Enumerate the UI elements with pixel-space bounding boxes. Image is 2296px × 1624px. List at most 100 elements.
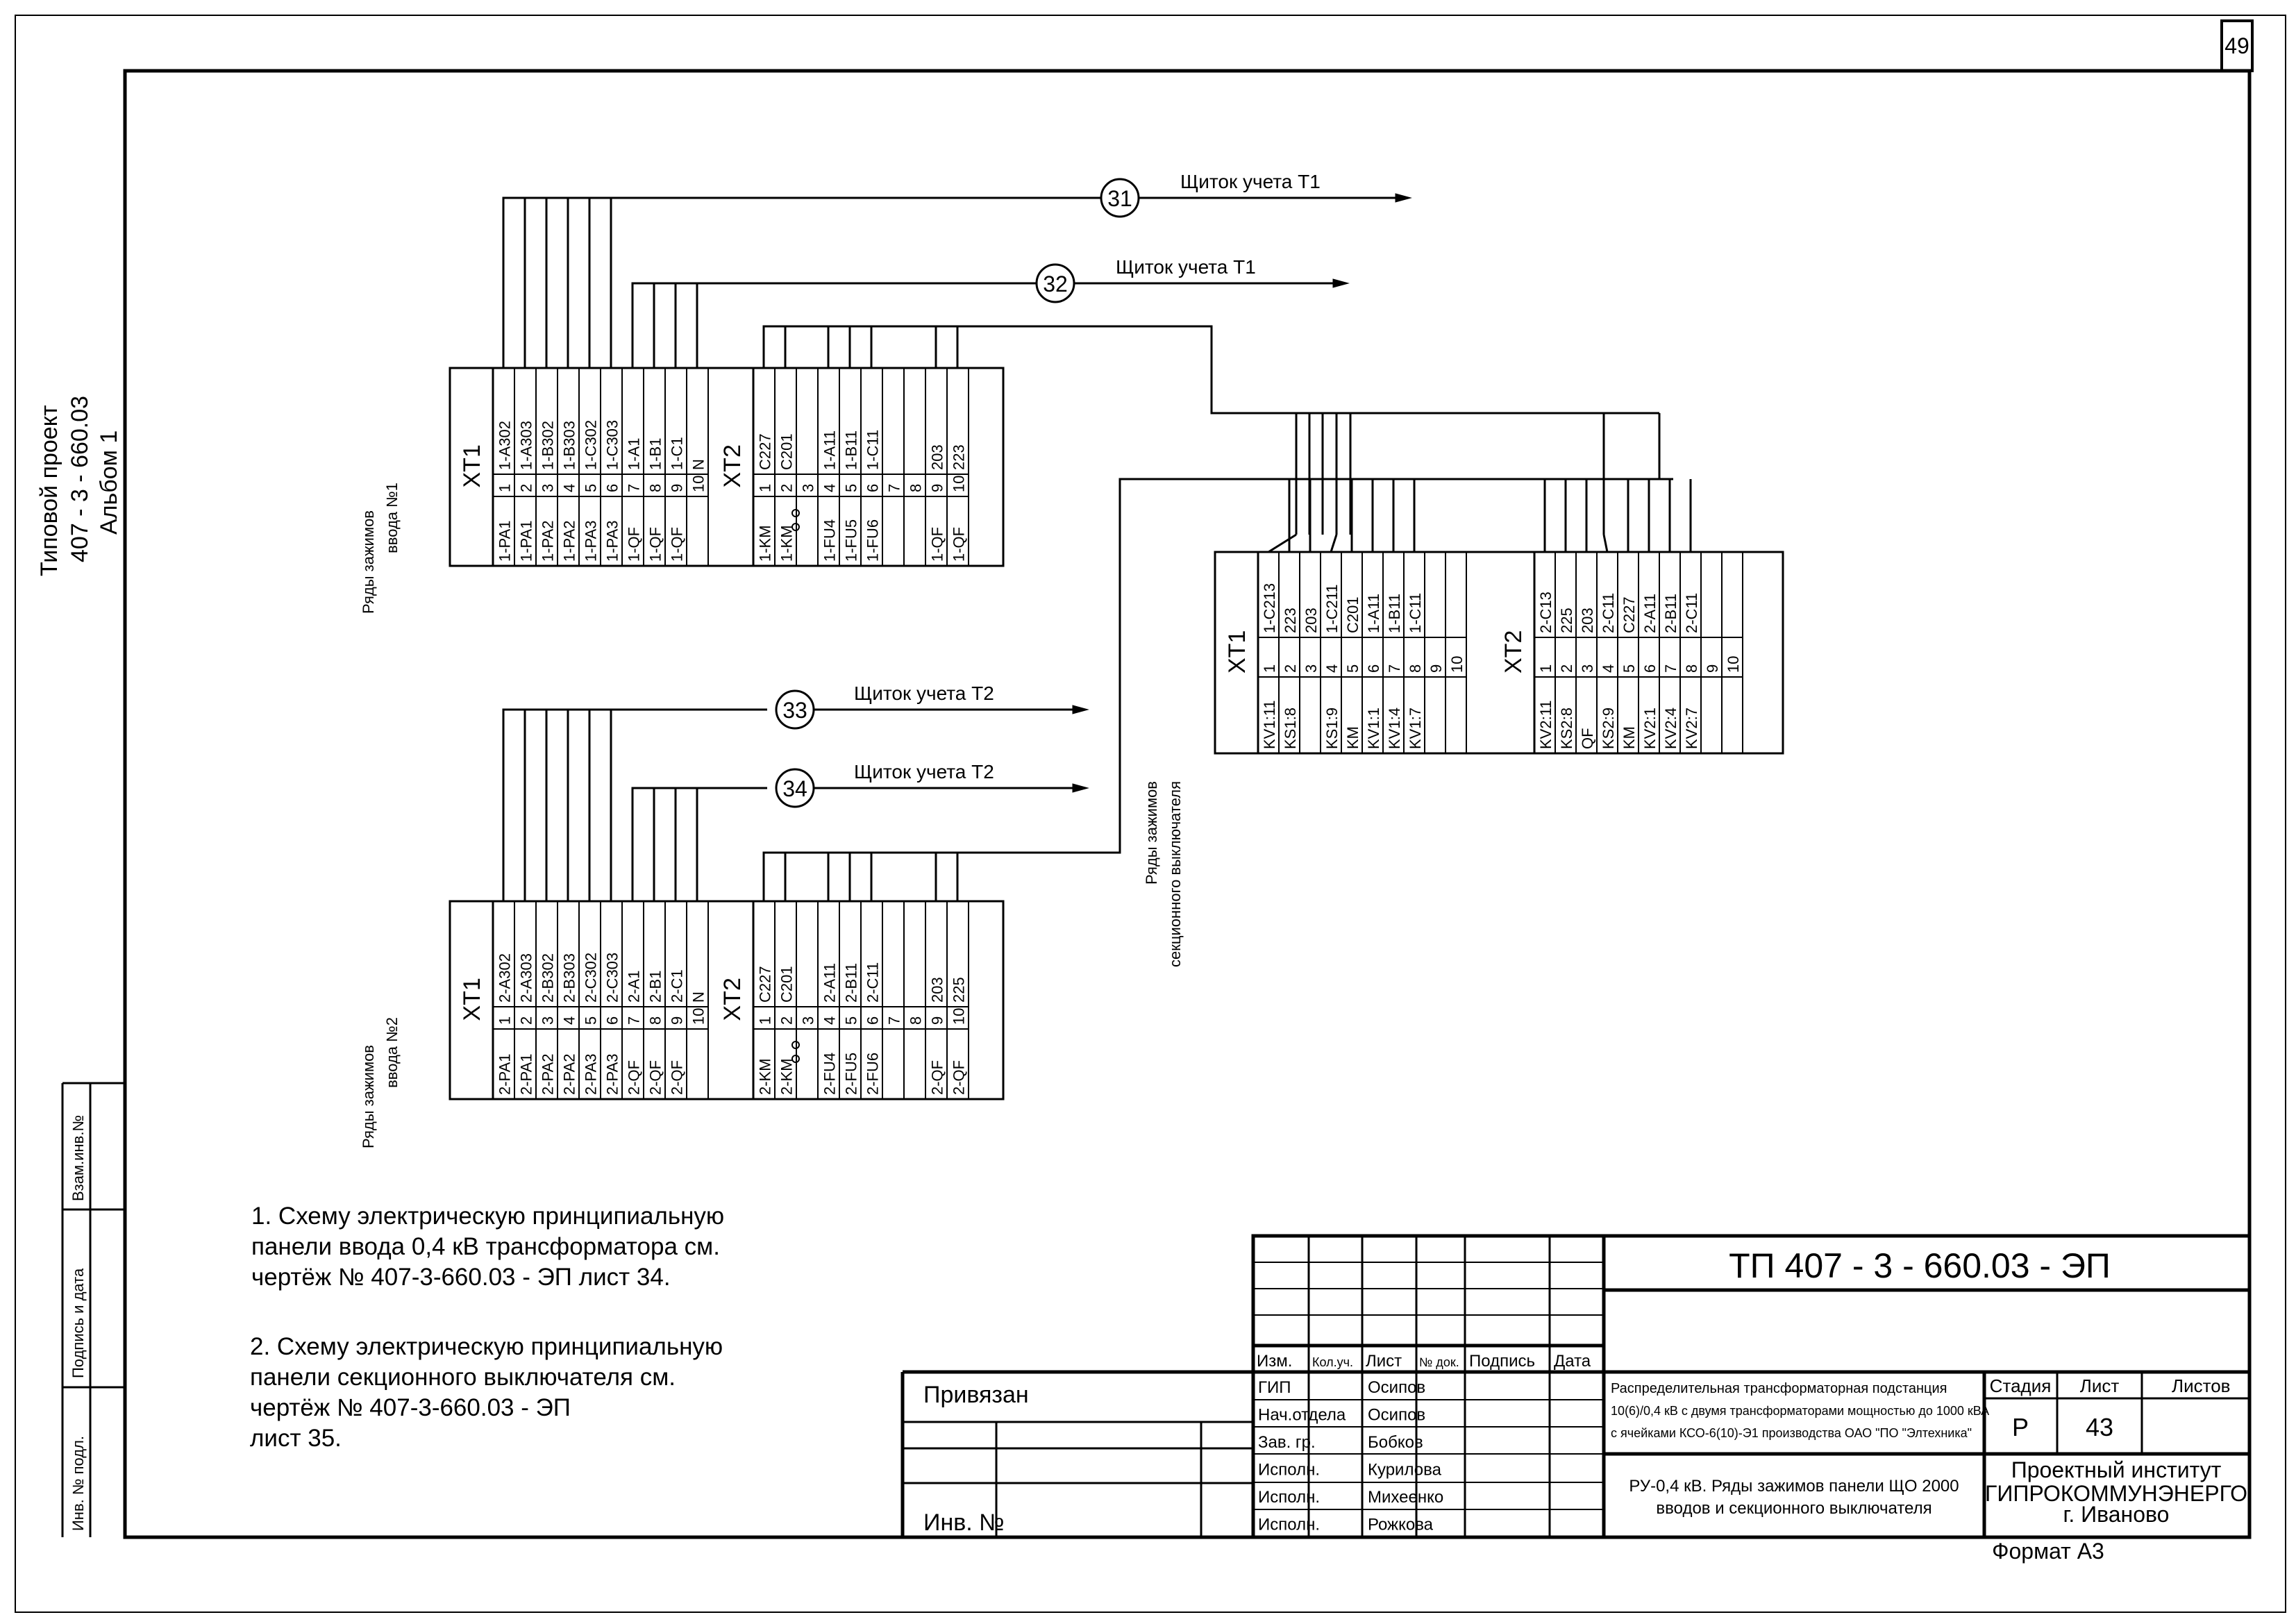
wire-33 (502, 708, 767, 901)
name-0: Осипов (1368, 1378, 1425, 1397)
note-1-line-3: чертёж № 407-3-660.03 - ЭП лист 34. (251, 1264, 671, 1291)
xt2-terminal-number: 6 (864, 484, 882, 492)
xt2-name: XT2 (719, 444, 746, 487)
name-5: Рожкова (1368, 1516, 1434, 1534)
privyazan-label: Привязан (923, 1382, 1029, 1408)
xt1-terminal-number: 10 (690, 1008, 707, 1025)
xt2-terminal-number: 2 (1558, 664, 1575, 673)
xt1-bottom-label: KV1:7 (1407, 708, 1424, 749)
xt2-top-label: 203 (929, 444, 946, 470)
xt1-terminal-number: 5 (583, 484, 600, 492)
xt1-top-label: 1-C1 (669, 437, 686, 470)
xt1-bottom-label: 2-PA2 (539, 1053, 557, 1095)
role-3: Исполн. (1258, 1461, 1320, 1480)
note-2-line-3: чертёж № 407-3-660.03 - ЭП (250, 1394, 571, 1421)
xt2-bottom-label: KM (1620, 726, 1638, 749)
xt1-bottom-label: 1-PA2 (539, 520, 557, 562)
xt1-terminal-number: 10 (1448, 656, 1466, 673)
note-1: 1. Схему электрическую принципиальную па… (251, 1201, 724, 1293)
xt2-terminal-number: 3 (800, 1016, 817, 1025)
listov-label: Листов (2172, 1375, 2230, 1396)
xt1-top-label: 1-A1 (626, 438, 643, 470)
note-2-line-4: лист 35. (250, 1425, 342, 1452)
xt1-bottom-label: KV1:11 (1261, 700, 1278, 749)
left-stamp-strip (61, 1082, 125, 1537)
xt1-terminal-number: 2 (518, 484, 535, 492)
xt2-terminal-number: 2 (778, 484, 796, 492)
xt2-top-label: 2-C11 (864, 962, 882, 1003)
xt2-bottom-label: QF (1579, 728, 1596, 749)
xt1-top-label: 1-B1 (647, 438, 664, 470)
format-label: Формат А3 (1992, 1539, 2104, 1564)
xt2-terminal-number: 7 (1662, 664, 1679, 673)
xt1-bottom-label: KM (1344, 726, 1361, 749)
xt1-terminal-number: 5 (583, 1016, 600, 1025)
xt2-terminal-number: 3 (1579, 664, 1596, 673)
wire-bus-in2 (762, 478, 1673, 901)
xt1-name: XT1 (1224, 630, 1250, 673)
wire-32 (631, 282, 1037, 368)
xt2-bottom-label: KV2:11 (1537, 700, 1555, 749)
xt2-terminal-number: 6 (864, 1016, 882, 1025)
stadia-label: Стадия (1990, 1375, 2052, 1396)
xt2-bottom-label: KV2:4 (1662, 708, 1679, 749)
xt2-terminal-number: 8 (1683, 664, 1700, 673)
xt1-terminal-number: 3 (1302, 664, 1320, 673)
xt2-bottom-label: 2-KM (757, 1058, 774, 1095)
xt2-top-label: 203 (1579, 608, 1596, 633)
note-1-line-2: панели ввода 0,4 кВ трансформатора см. (251, 1233, 720, 1260)
role-2: Зав. гр. (1258, 1433, 1316, 1452)
block-label-line1: Ряды зажимов (1143, 781, 1160, 885)
xt2-terminal-number: 9 (929, 484, 946, 492)
xt1-top-label: 2-A1 (626, 971, 643, 1003)
xt2-top-label: 2-B11 (1662, 594, 1679, 633)
block-label-line2: ввода №1 (383, 483, 401, 553)
xt1-top-label: 2-C1 (669, 969, 686, 1003)
xt1-bottom-label: KV1:4 (1386, 708, 1403, 749)
xt1-bottom-label: 2-PA3 (604, 1053, 621, 1095)
sheet-number: 49 (2224, 33, 2249, 58)
xt1-terminal-number: 1 (1261, 664, 1278, 673)
xt1-name: XT1 (459, 444, 485, 487)
jumper-circle (791, 509, 800, 517)
xt1-terminal-number: 7 (626, 484, 643, 492)
xt1-terminal-number: 8 (647, 484, 664, 492)
header-1: Кол.уч. (1312, 1355, 1353, 1369)
xt1-bottom-label: 1-QF (669, 527, 686, 562)
xt1-top-label: 1-B302 (539, 421, 557, 470)
xt1-terminal-number: 2 (518, 1016, 535, 1025)
xt1-terminal-number: 8 (1407, 664, 1424, 673)
sheet-title-line2: вводов и секционного выключателя (1656, 1499, 1932, 1518)
xt1-terminal-number: 5 (1344, 664, 1361, 673)
jumper-circle (791, 1055, 800, 1063)
wire-drop (1268, 533, 1297, 553)
xt2-top-label: C227 (1620, 596, 1638, 633)
xt2-terminal-number: 9 (929, 1016, 946, 1025)
cable-number: 33 (782, 698, 807, 723)
xt2-bottom-label: 1-FU4 (821, 519, 839, 562)
xt1-terminal-number: 10 (690, 476, 707, 492)
inv-podl-label: Инв. № подл. (69, 1436, 87, 1531)
xt1-bottom-label: 2-PA1 (518, 1053, 535, 1095)
xt2-terminal-number: 1 (1537, 664, 1555, 673)
xt1-top-label: 1-C303 (604, 420, 621, 470)
xt2-terminal-number: 3 (800, 484, 817, 492)
header-3: № док. (1419, 1355, 1459, 1369)
note-2-line-2: панели секционного выключателя см. (250, 1364, 676, 1391)
xt1-terminal-number: 6 (1365, 664, 1382, 673)
xt1-terminal-number: 4 (561, 1016, 578, 1025)
xt1-top-label: 1-B11 (1386, 594, 1403, 633)
xt2-bottom-label: 2-FU5 (843, 1053, 860, 1095)
xt2-bottom-label: 1-QF (929, 527, 946, 562)
wire-31 (502, 196, 1100, 368)
xt1-terminal-number: 3 (539, 484, 557, 492)
title-block (900, 1234, 2252, 1539)
xt2-top-label: 2-B11 (843, 963, 860, 1003)
xt2-bottom-label: KV2:1 (1641, 708, 1659, 749)
description-line1: Распределительная трансформаторная подст… (1611, 1381, 1947, 1396)
